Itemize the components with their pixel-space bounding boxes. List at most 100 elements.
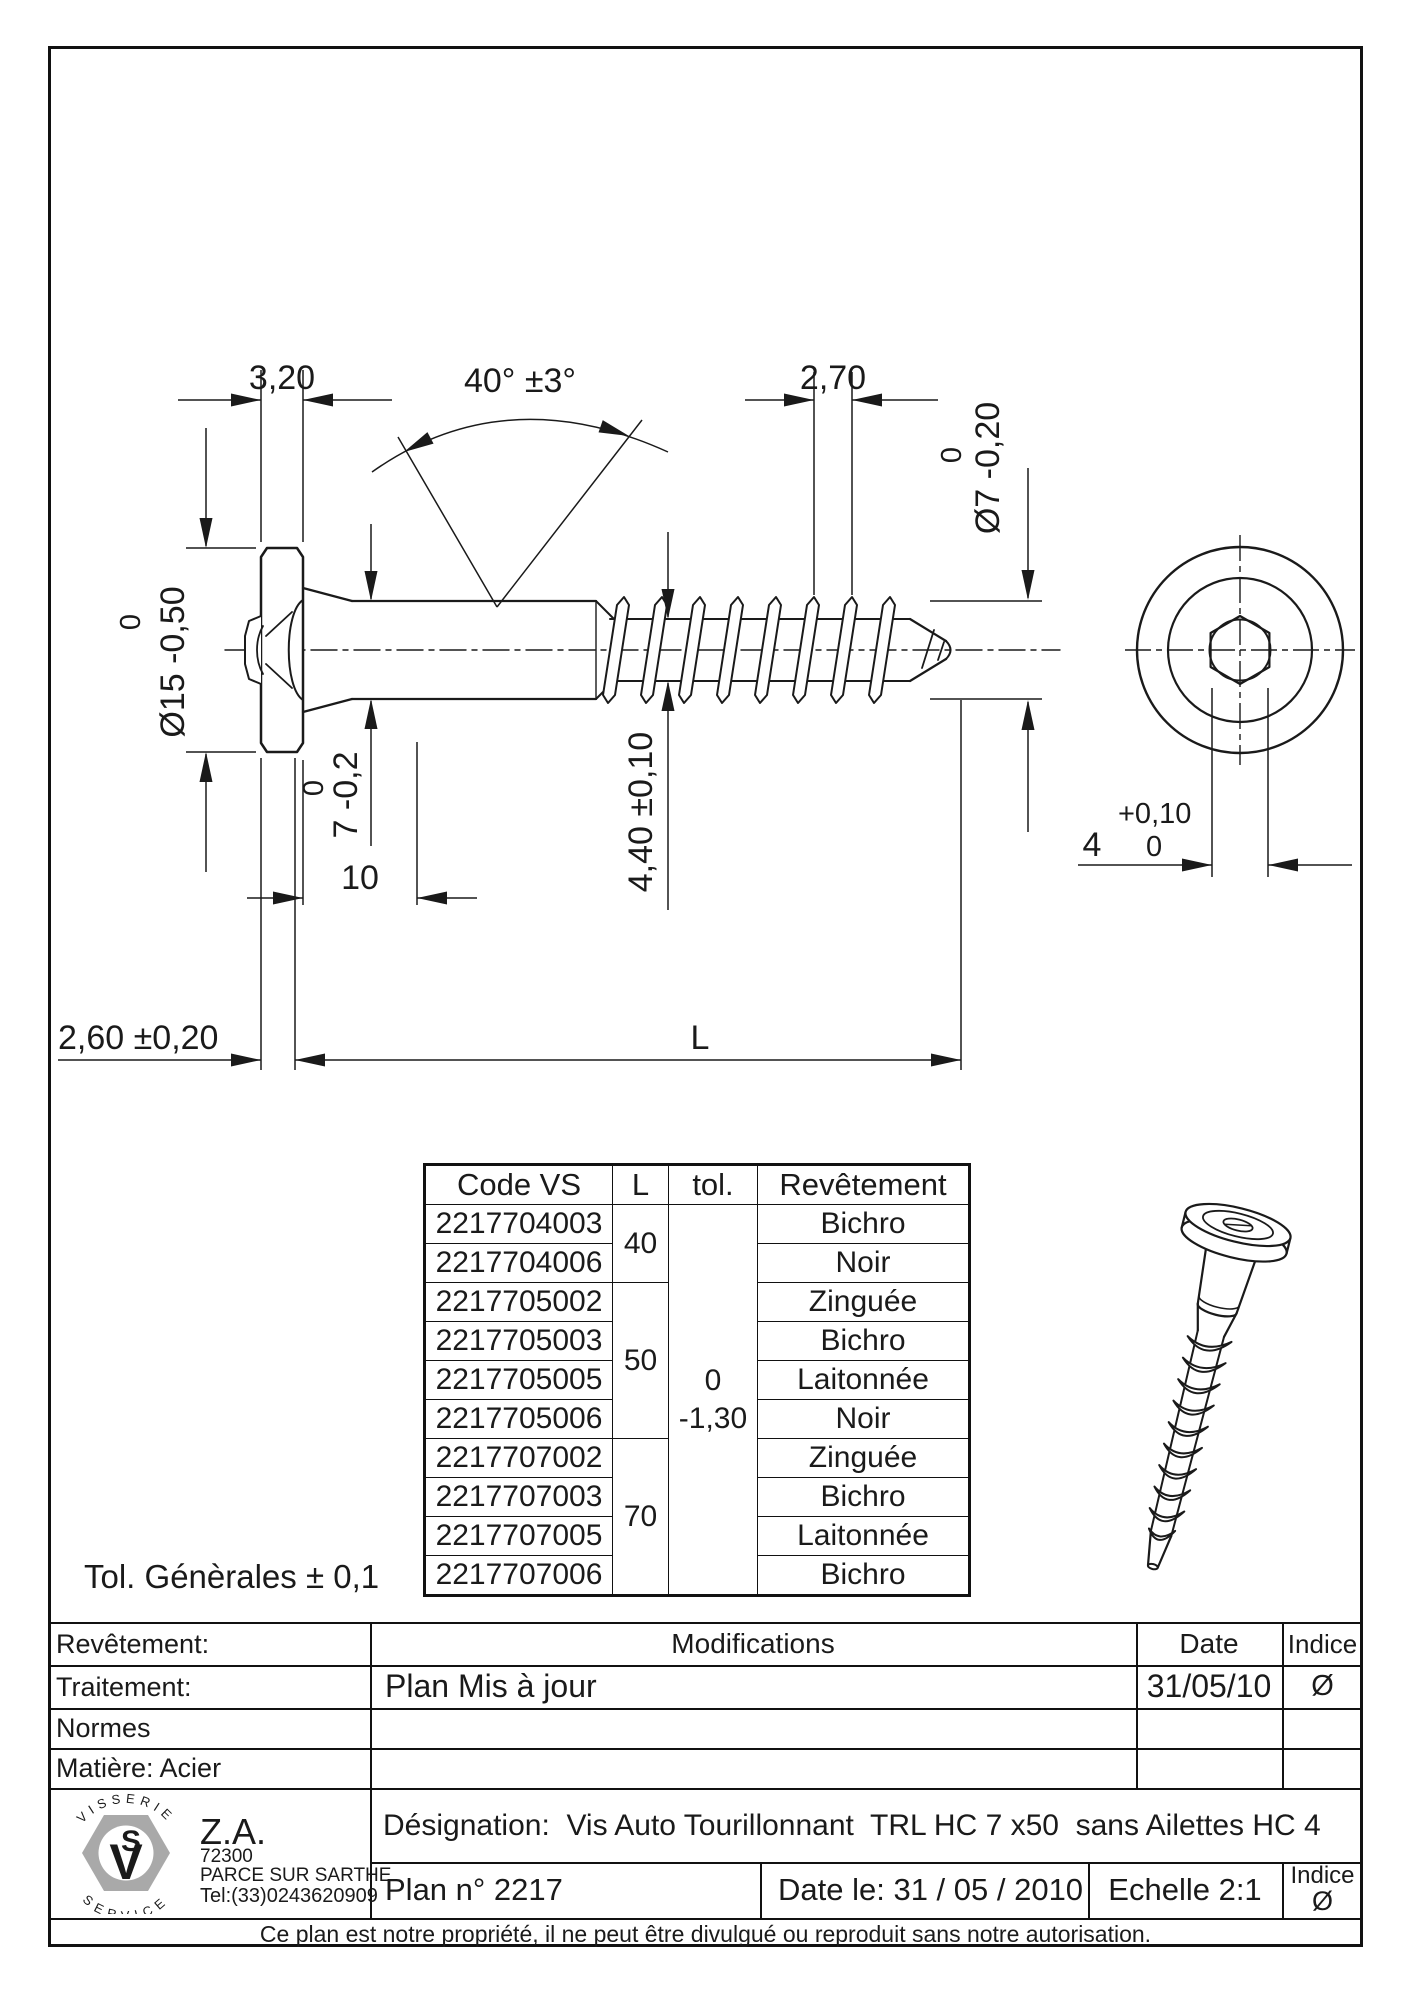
coating-cell: Noir: [757, 1399, 970, 1439]
titleblock-line: [48, 1665, 1363, 1667]
table-row: 2217705005 Laitonnée: [424, 1360, 970, 1400]
company-city: PARCE SUR SARTHE: [200, 1865, 392, 1886]
modification-indice: Ø: [1311, 1670, 1334, 1702]
traitement-label: Traitement:: [56, 1672, 192, 1702]
company-logo: S V VISSERIE SERVICE: [74, 1792, 174, 1914]
table-row: 2217705006 Noir: [424, 1399, 970, 1439]
end-view-dimension: [1078, 688, 1352, 877]
indice-cell-value: Ø: [1311, 1886, 1333, 1916]
coating-cell: Bichro: [757, 1321, 970, 1361]
date-header: Date: [1179, 1628, 1239, 1659]
sheet-border-frame: [48, 46, 1363, 1947]
modification-entry: Plan Mis à jour: [385, 1668, 597, 1704]
table-row: 2217705002 50 Zinguée: [424, 1282, 970, 1439]
titleblock-line: [48, 1748, 1363, 1750]
coating-cell: Laitonnée: [757, 1516, 970, 1556]
titleblock-line: [1136, 1622, 1138, 1788]
company-zip: 72300: [200, 1846, 253, 1867]
table-row: 2217707005 Laitonnée: [424, 1516, 970, 1556]
dim-thread-pitch: 2,70: [800, 359, 866, 397]
screw-end-view: [1125, 535, 1355, 765]
svg-text:SERVICE: SERVICE: [80, 1892, 172, 1914]
coating-cell: Laitonnée: [757, 1360, 970, 1400]
technical-drawing: 3,20 40° ±3° 2,70 0 Ø7 -0,20 0 Ø15 -0,50…: [58, 359, 1355, 1070]
code-table: Code VS L tol. Revêtement 2217704003 40 …: [423, 1163, 971, 1597]
table-row: 2217705003 Bichro: [424, 1321, 970, 1361]
code-cell: 2217707006: [424, 1555, 613, 1596]
tol-upper: 0: [704, 1364, 722, 1397]
coating-cell: Zinguée: [757, 1438, 970, 1478]
plan-number: Plan n° 2217: [385, 1872, 563, 1907]
coating-cell: Bichro: [757, 1204, 970, 1244]
code-cell: 2217705006: [424, 1399, 613, 1439]
date-le: Date le: 31 / 05 / 2010: [778, 1872, 1084, 1907]
code-cell: 2217705002: [424, 1282, 613, 1322]
dim-socket-value: 4: [1083, 826, 1102, 864]
logo-arc-bottom-text: SERVICE: [80, 1892, 166, 1914]
dim-flange-dia-tol: 0: [115, 614, 147, 630]
dim-head-angle: 40° ±3°: [464, 362, 576, 400]
coating-cell: Zinguée: [757, 1282, 970, 1322]
matiere-label: Matière: Acier: [56, 1753, 222, 1783]
code-cell: 2217704003: [424, 1204, 613, 1244]
dim-thread-dia-tol: 0: [936, 447, 968, 463]
col-header-tol: tol.: [668, 1164, 758, 1205]
table-row: 2217707003 Bichro: [424, 1477, 970, 1517]
table-row: 2217704006 Noir: [424, 1243, 970, 1283]
modifications-header: Modifications: [671, 1628, 835, 1659]
code-cell: 2217705005: [424, 1360, 613, 1400]
logo-monogram-s: S: [121, 1825, 141, 1858]
dim-flange-dia: Ø15 -0,50: [154, 586, 192, 737]
dim-socket-tol-lower: 0: [1146, 831, 1162, 863]
code-cell: 2217705003: [424, 1321, 613, 1361]
tol-lower: -1,30: [678, 1401, 748, 1435]
col-header-code: Code VS: [424, 1164, 613, 1205]
side-view-dimensions: [58, 370, 1042, 1070]
code-cell: 2217707002: [424, 1438, 613, 1478]
titleblock-line: [760, 1862, 762, 1918]
revetement-label: Revêtement:: [56, 1629, 210, 1659]
dim-socket-tol-upper: +0,10: [1118, 798, 1191, 830]
dim-thread-dia: Ø7 -0,20: [969, 402, 1007, 534]
titleblock-line: [1088, 1862, 1090, 1918]
table-row: 2217707006 Bichro: [424, 1555, 970, 1596]
titleblock-line: [48, 1708, 1363, 1710]
designation-text: Désignation: Vis Auto Tourillonnant TRL …: [383, 1809, 1321, 1842]
dim-core-dia: 4,40 ±0,10: [622, 732, 660, 892]
titleblock-line: [48, 1918, 1363, 1920]
indice-header: Indice: [1287, 1629, 1358, 1659]
indice-cell-label: Indice: [1290, 1862, 1355, 1889]
dim-total-length: L: [691, 1019, 710, 1057]
titleblock-line: [48, 1622, 1363, 1624]
company-za: Z.A.: [200, 1811, 267, 1852]
l50-cell: 50: [612, 1282, 669, 1439]
general-tolerance: Tol. Génèrales ± 0,1: [84, 1558, 380, 1595]
table-row: 2217704003 40 0 -1,30 Bichro: [424, 1204, 970, 1596]
titleblock-line: [1282, 1622, 1284, 1788]
code-cell: 2217707003: [424, 1477, 613, 1517]
screw-3d-icon: [1146, 1202, 1292, 1571]
code-cell: 2217704006: [424, 1243, 613, 1283]
coating-cell: Bichro: [757, 1477, 970, 1517]
titleblock-line: [1282, 1862, 1284, 1918]
table-row: 2217707002 70 Zinguée: [424, 1438, 970, 1596]
table-header-row: Code VS L tol. Revêtement: [424, 1164, 970, 1205]
dim-neck-dia: 7 -0,2: [327, 752, 365, 839]
modification-date: 31/05/10: [1146, 1668, 1272, 1704]
logo-monogram-v: V: [109, 1834, 143, 1890]
footer-notice: Ce plan est notre propriété, il ne peut …: [259, 1921, 1152, 1947]
code-cell: 2217707005: [424, 1516, 613, 1556]
echelle: Echelle 2:1: [1108, 1872, 1262, 1907]
normes-label: Normes: [56, 1713, 151, 1743]
col-header-coating: Revêtement: [757, 1164, 970, 1205]
coating-cell: Noir: [757, 1243, 970, 1283]
col-header-l: L: [612, 1164, 669, 1205]
company-tel: Tel:(33)0243620909: [200, 1885, 378, 1907]
titleblock-line: [370, 1862, 1363, 1864]
coating-cell: Bichro: [757, 1555, 970, 1596]
dim-neck-dia-tol: 0: [298, 780, 330, 796]
screw-side-view: [224, 546, 1061, 754]
titleblock-line: [370, 1622, 372, 1918]
dim-flange-thickness: 3,20: [249, 359, 315, 397]
